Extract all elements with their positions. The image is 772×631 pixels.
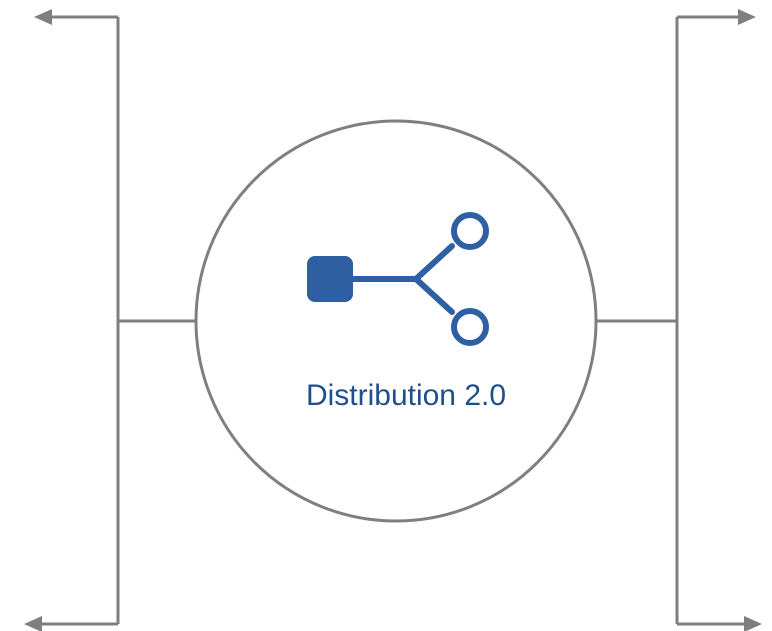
upper-branch-line xyxy=(413,243,455,282)
share-distribution-icon xyxy=(307,212,489,346)
hub-label: Distribution 2.0 xyxy=(306,379,506,412)
left-connector xyxy=(24,9,196,631)
left-bottom-arrowhead xyxy=(24,616,42,631)
source-node xyxy=(307,256,353,302)
left-top-arrowhead xyxy=(34,9,52,25)
right-connector xyxy=(596,9,762,631)
right-top-arrowhead xyxy=(738,9,756,25)
lower-branch-line xyxy=(413,276,455,315)
hub: Distribution 2.0 xyxy=(194,119,598,523)
upper-target-node xyxy=(451,212,489,250)
lower-target-node xyxy=(451,308,489,346)
right-bottom-arrowhead xyxy=(744,616,762,631)
hub-circle xyxy=(194,119,598,523)
